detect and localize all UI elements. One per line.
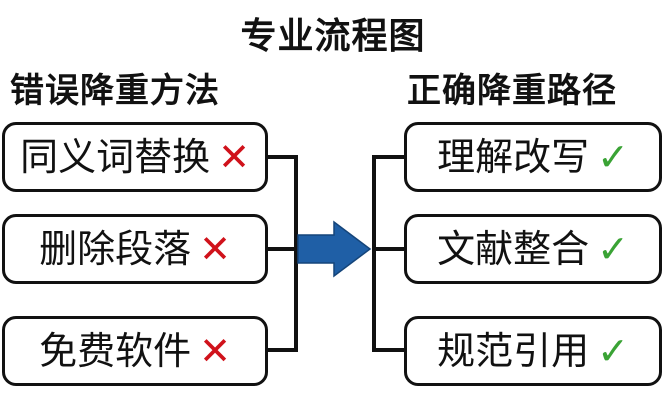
cross-icon: ✕ — [199, 329, 231, 373]
right-bracket-line — [372, 155, 404, 352]
right-arrow-icon — [297, 220, 372, 278]
left-bracket-line — [268, 155, 298, 352]
box-label: 规范引用 — [437, 329, 590, 373]
box-label: 同义词替换 — [20, 135, 211, 179]
cross-icon: ✕ — [218, 135, 250, 179]
check-icon: ✓ — [597, 227, 629, 271]
check-icon: ✓ — [597, 329, 629, 373]
diagram-title: 专业流程图 — [240, 16, 426, 57]
correct-path-standard-citation: 规范引用 ✓ — [404, 316, 662, 386]
correct-path-understand-rewrite: 理解改写 ✓ — [404, 122, 662, 192]
correct-path-literature-integration: 文献整合 ✓ — [404, 214, 662, 284]
box-label: 文献整合 — [437, 227, 590, 271]
check-icon: ✓ — [597, 135, 629, 179]
wrong-method-synonym-replace: 同义词替换 ✕ — [2, 122, 268, 192]
box-label: 免费软件 — [39, 329, 192, 373]
cross-icon: ✕ — [199, 227, 231, 271]
wrong-method-delete-paragraph: 删除段落 ✕ — [2, 214, 268, 284]
left-column-heading: 错误降重方法 — [10, 71, 220, 111]
box-label: 理解改写 — [437, 135, 590, 179]
wrong-method-free-software: 免费软件 ✕ — [2, 316, 268, 386]
right-column-heading: 正确降重路径 — [407, 71, 617, 111]
box-label: 删除段落 — [39, 227, 192, 271]
